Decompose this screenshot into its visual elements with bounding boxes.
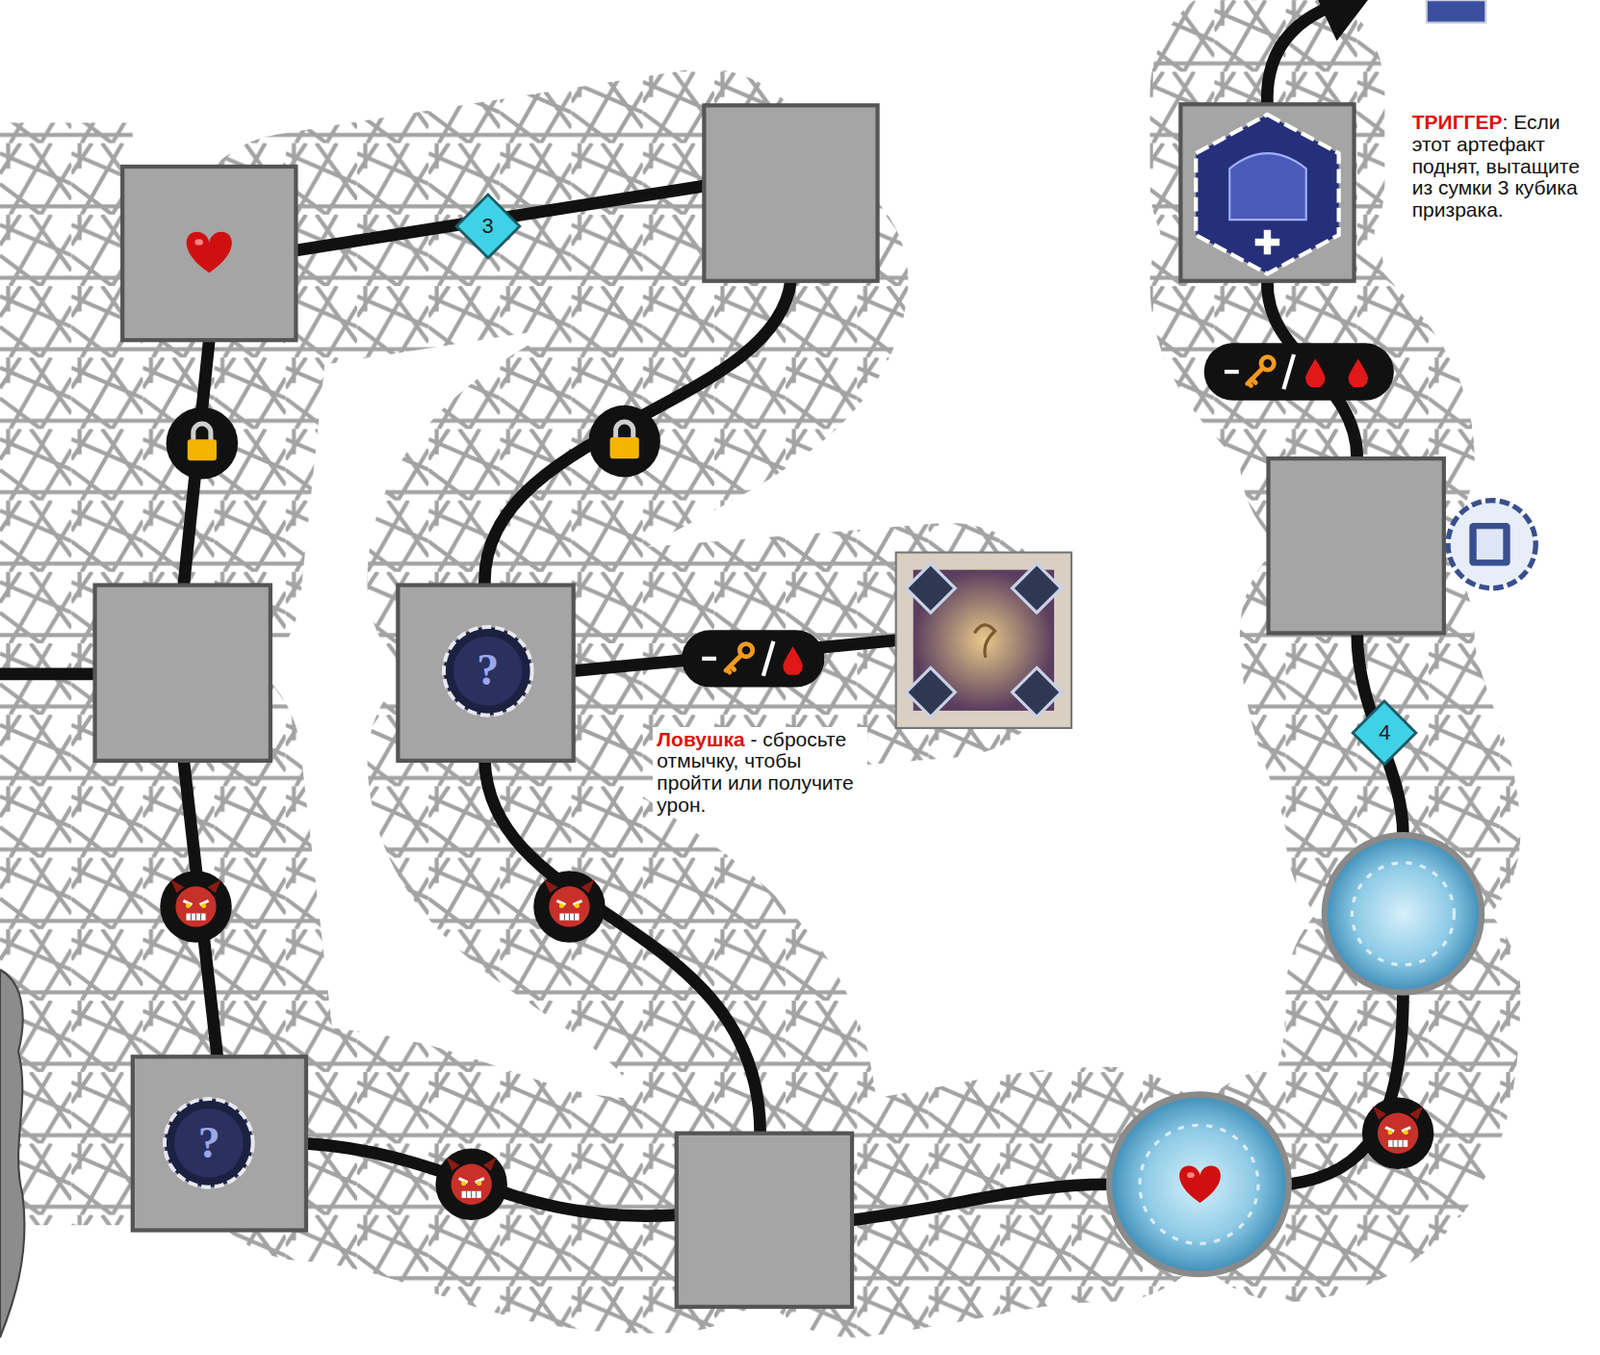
trigger-note: ТРИГГЕР: Если этот артефакт поднят, выта… <box>1408 109 1595 223</box>
note-keyword: ТРИГГЕР <box>1412 110 1503 133</box>
question-mark: ? <box>476 647 499 693</box>
note-keyword: Ловушка <box>656 727 745 750</box>
question-mark: ? <box>198 1120 221 1165</box>
mystery-token: ? <box>160 1094 258 1191</box>
space-number: 3 <box>482 215 494 237</box>
mystery-token: ? <box>439 622 537 720</box>
trap-note: Ловушка - сбросьте отмычку, чтобы пройти… <box>652 726 868 819</box>
number-diamond: 3 <box>454 192 522 260</box>
space-number: 4 <box>1378 722 1391 744</box>
number-diamond: 4 <box>1350 698 1419 767</box>
